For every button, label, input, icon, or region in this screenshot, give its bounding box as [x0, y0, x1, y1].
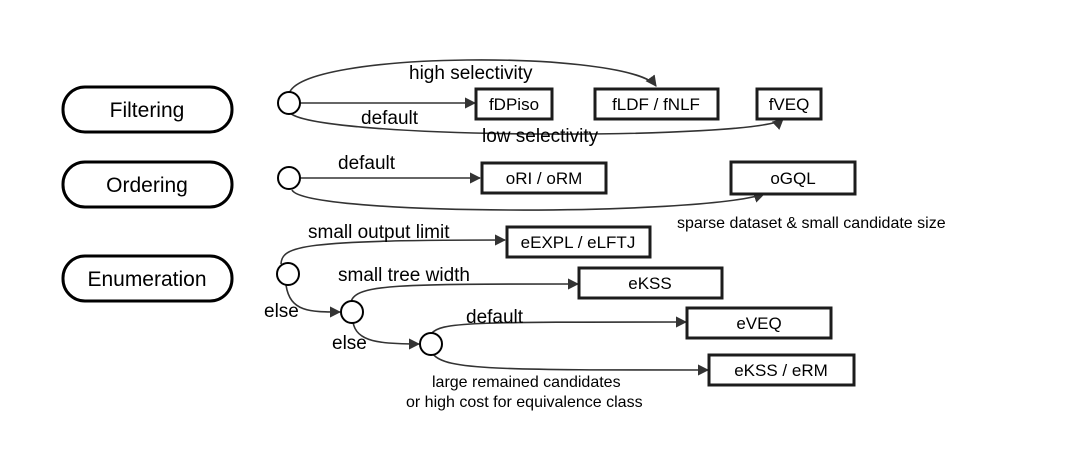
box-eveq: eVEQ	[685, 306, 833, 340]
stage-filtering-label: Filtering	[110, 99, 185, 122]
decision-node-enumeration-1	[276, 262, 300, 286]
box-ekss: eKSS	[577, 266, 724, 300]
box-fldf-fnlf: fLDF / fNLF	[593, 87, 720, 121]
label-high-selectivity: high selectivity	[409, 63, 533, 84]
edge-large-remained	[432, 353, 710, 376]
box-fdpiso: fDPiso	[474, 87, 554, 121]
box-ogql: oGQL	[729, 160, 857, 196]
label-small-tree-width: small tree width	[338, 265, 470, 286]
box-ori-orm-label: oRI / oRM	[506, 169, 583, 188]
label-else-1: else	[264, 301, 299, 322]
stage-enumeration: Enumeration	[61, 254, 234, 303]
label-small-output-limit: small output limit	[308, 222, 450, 243]
decision-node-ordering	[277, 166, 301, 190]
label-large-remained-line1: large remained candidates	[432, 374, 621, 391]
edge-enumeration-default	[430, 316, 688, 335]
stage-enumeration-label: Enumeration	[87, 268, 206, 291]
decision-node-enumeration-2	[340, 300, 364, 324]
box-ekss-label: eKSS	[628, 274, 671, 293]
box-eexpl-elftj-label: eEXPL / eLFTJ	[521, 233, 636, 252]
decision-node-enumeration-3	[419, 332, 443, 356]
edge-else-2	[352, 321, 421, 350]
stage-ordering-label: Ordering	[106, 174, 188, 197]
box-eveq-label: eVEQ	[736, 314, 781, 333]
label-sparse-dataset: sparse dataset & small candidate size	[677, 215, 946, 232]
edge-low-selectivity	[289, 112, 784, 135]
box-fveq-label: fVEQ	[769, 95, 810, 114]
edge-small-tree-width	[350, 278, 580, 303]
label-low-selectivity: low selectivity	[482, 126, 599, 147]
edge-sparse-dataset	[291, 189, 766, 211]
label-filtering-default: default	[361, 108, 419, 129]
edge-high-selectivity	[288, 59, 657, 95]
box-fldf-fnlf-label: fLDF / fNLF	[612, 95, 700, 114]
edge-small-output-limit	[280, 234, 507, 265]
edge-else-1	[285, 284, 342, 318]
box-ekss-erm-label: eKSS / eRM	[734, 361, 828, 380]
box-fveq: fVEQ	[755, 87, 823, 121]
box-ori-orm: oRI / oRM	[480, 161, 608, 195]
label-large-remained-line2: or high cost for equivalence class	[406, 394, 643, 411]
label-enumeration-default: default	[466, 307, 524, 328]
decision-node-filtering	[277, 91, 301, 115]
label-ordering-default: default	[338, 153, 396, 174]
box-eexpl-elftj: eEXPL / eLFTJ	[505, 225, 652, 259]
box-ogql-label: oGQL	[770, 169, 815, 188]
label-else-2: else	[332, 333, 367, 354]
box-ekss-erm: eKSS / eRM	[707, 353, 856, 387]
box-fdpiso-label: fDPiso	[489, 95, 539, 114]
stage-filtering: Filtering	[61, 85, 234, 134]
stage-ordering: Ordering	[61, 160, 234, 209]
